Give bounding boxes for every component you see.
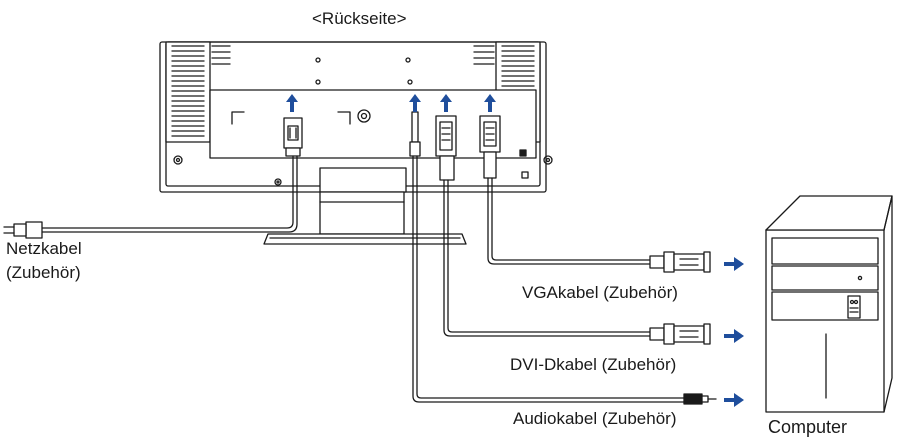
power-connector [283, 117, 303, 157]
dvi-cable-label: DVI-Dkabel (Zubehör) [510, 355, 677, 374]
vga-cable-label: VGAkabel (Zubehör) [522, 283, 678, 302]
computer-arrows [724, 257, 744, 407]
vga-arrow [724, 257, 744, 271]
left-vent-grill [165, 41, 231, 143]
audio-connector [409, 111, 421, 157]
port-arrows [286, 94, 496, 112]
audio-cable-label: Audiokabel (Zubehör) [513, 409, 677, 428]
monitor-rear [159, 41, 553, 245]
page-title: <Rückseite> [312, 9, 407, 28]
power-port-arrow [286, 94, 298, 112]
audio-port-arrow [409, 94, 421, 112]
power-plug [3, 221, 43, 239]
dvi-port-arrow [440, 94, 452, 112]
power-cable-label: Netzkabel [6, 239, 82, 258]
computer-label: Computer [768, 417, 848, 437]
power-cable [39, 155, 294, 229]
power-cable-accessory-label: (Zubehör) [6, 263, 81, 282]
dvi-arrow [724, 329, 744, 343]
audio-cable [412, 155, 685, 403]
vga-cable [487, 177, 651, 265]
audio-plug [683, 393, 717, 405]
dvi-connector [435, 115, 457, 181]
vga-plug [649, 251, 711, 273]
audio-arrow [724, 393, 744, 407]
computer-tower [765, 195, 893, 413]
vga-connector [479, 115, 501, 179]
dvi-cable [443, 179, 651, 337]
vga-port-arrow [484, 94, 496, 112]
dvi-plug [649, 323, 711, 345]
